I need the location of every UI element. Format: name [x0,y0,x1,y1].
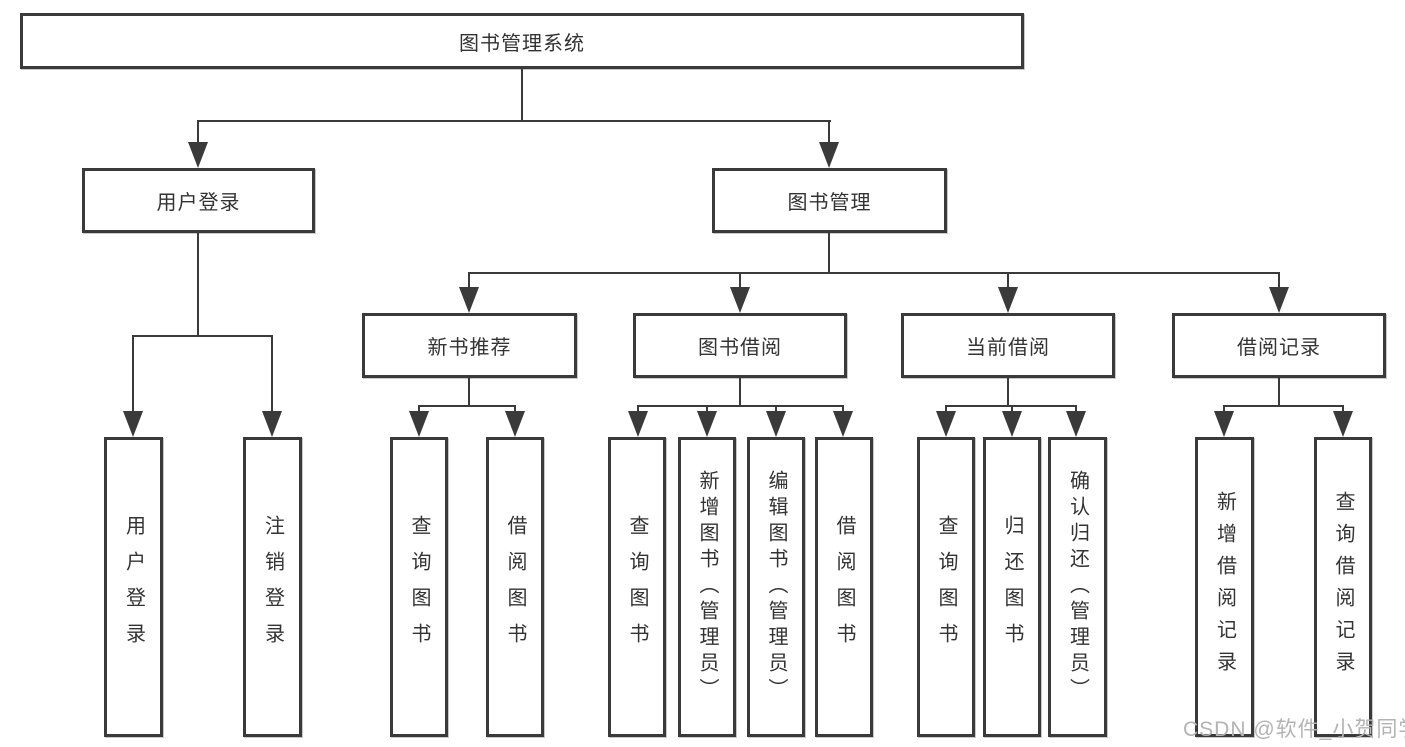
arrowhead-down-icon [1214,411,1234,437]
arrowhead-down-icon [766,411,786,437]
node-query-books-borrow: 查询图书 [608,437,666,737]
edge-drop [1342,405,1344,415]
node-borrow-records: 借阅记录 [1172,313,1386,378]
node-label: 新增借阅记录 [1213,491,1236,683]
edge-user-login-stem [197,233,199,337]
node-label: 图书借阅 [698,337,782,359]
node-query-books-current: 查询图书 [917,437,975,737]
node-label: 用户登录 [122,515,145,659]
node-label: 借阅图书 [504,515,526,659]
arrowhead-down-icon [730,287,750,313]
node-add-books-admin: 新增图书（管理员） [678,437,736,737]
edge-drop-user-login-leaf [132,335,134,415]
arrowhead-down-icon [188,142,208,168]
node-logout: 注销登录 [243,437,302,737]
node-label: 确认归还（管理员） [1066,470,1089,704]
edge-drop [514,405,516,415]
edge-drop [1223,405,1225,415]
csdn-watermark: CSDN @软件_小贺同学 [1183,718,1405,741]
edge-borrow-records-stem [1278,378,1280,407]
edge-borrow-records-bar [1223,405,1344,407]
edge-new-book-bar [418,405,516,407]
edge-user-login-bar [132,335,273,337]
edge-drop-current-borrow [1007,272,1009,290]
edge-drop-user-login [197,120,199,148]
node-label: 图书管理系统 [459,32,585,55]
node-label: 编辑图书（管理员） [765,470,787,704]
edge-drop [637,405,639,415]
edge-drop [842,405,844,415]
arrowhead-down-icon [123,411,143,437]
edge-drop [1011,405,1013,415]
edge-book-borrow-bar [637,405,844,407]
arrowhead-down-icon [628,411,648,437]
edge-book-management-stem [828,233,830,274]
edge-root-stem [521,69,523,122]
edge-drop-logout [271,335,273,415]
node-current-borrow: 当前借阅 [901,313,1115,378]
edge-current-borrow-stem [1007,378,1009,407]
edge-drop-new-book-recommend [468,272,470,290]
arrowhead-down-icon [833,411,853,437]
edge-drop-book-management [828,120,830,148]
node-label: 查询图书 [935,515,957,659]
node-library-management-system: 图书管理系统 [20,13,1024,69]
edge-drop [945,405,947,415]
arrowhead-down-icon [1002,411,1022,437]
node-borrow-books-recommend: 借阅图书 [486,437,544,737]
arrowhead-down-icon [1269,287,1289,313]
edge-drop [1075,405,1077,415]
arrowhead-down-icon [409,411,429,437]
node-label: 用户登录 [156,192,241,214]
arrowhead-down-icon [998,287,1018,313]
node-confirm-return-admin: 确认归还（管理员） [1048,437,1107,737]
edge-root-bar [197,120,831,122]
node-borrow-books: 借阅图书 [815,437,873,737]
node-label: 新书推荐 [427,337,512,359]
node-query-books-recommend: 查询图书 [390,437,448,737]
node-return-books: 归还图书 [983,437,1041,737]
edge-drop-book-borrow [739,272,741,290]
node-label: 查询图书 [626,515,648,659]
edge-drop [418,405,420,415]
node-label: 查询图书 [408,515,430,659]
arrowhead-down-icon [936,411,956,437]
edge-new-book-stem [468,378,470,407]
node-label: 注销登录 [261,515,284,659]
node-book-management: 图书管理 [712,168,947,233]
arrowhead-down-icon [819,142,839,168]
arrowhead-down-icon [505,411,525,437]
node-query-borrow-record: 查询借阅记录 [1314,437,1372,737]
node-label: 查询借阅记录 [1332,491,1354,683]
edge-drop-borrow-records [1278,272,1280,290]
node-label: 新增图书（管理员） [696,470,718,704]
node-book-borrow: 图书借阅 [633,313,847,378]
node-edit-books-admin: 编辑图书（管理员） [747,437,805,737]
node-label: 借阅记录 [1237,337,1321,359]
edge-drop [706,405,708,415]
node-label: 图书管理 [787,192,872,214]
arrowhead-down-icon [697,411,717,437]
node-label: 当前借阅 [966,337,1050,359]
node-label: 借阅图书 [833,515,855,659]
arrowhead-down-icon [1066,411,1086,437]
arrowhead-down-icon [262,411,282,437]
node-add-borrow-record: 新增借阅记录 [1195,437,1254,737]
arrowhead-down-icon [459,287,479,313]
node-user-login: 用户登录 [82,168,315,233]
node-user-login-leaf: 用户登录 [104,437,163,737]
edge-book-borrow-stem [739,378,741,407]
arrowhead-down-icon [1333,411,1353,437]
edge-book-management-bar [468,272,1280,274]
edge-drop [775,405,777,415]
node-new-book-recommend: 新书推荐 [362,313,577,378]
node-label: 归还图书 [1001,515,1023,659]
